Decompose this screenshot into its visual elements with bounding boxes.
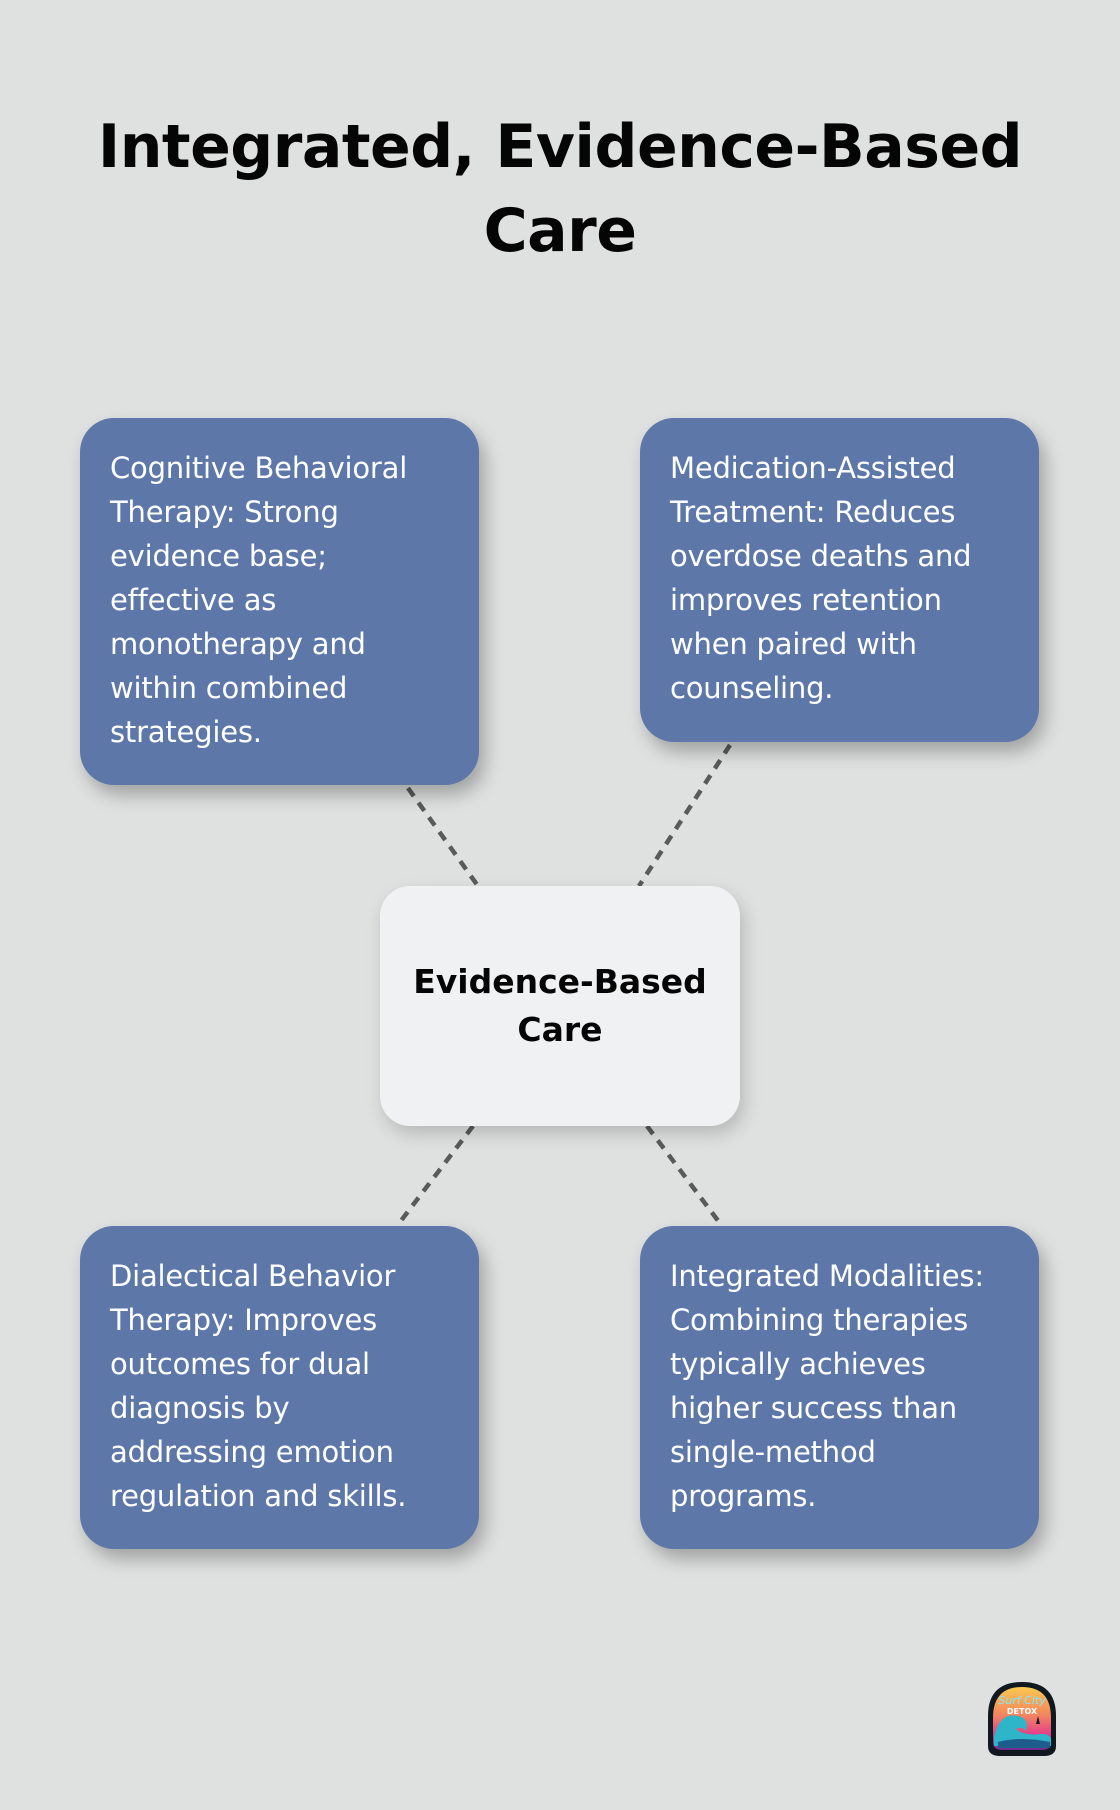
card-text: Dialectical Behavior Therapy: Improves o… xyxy=(110,1259,407,1513)
logo-text-bottom: DETOX xyxy=(1007,1707,1038,1716)
logo-text-top: Surf City xyxy=(998,1694,1046,1707)
card-medication-assisted-treatment: Medication-Assisted Treatment: Reduces o… xyxy=(640,418,1039,742)
card-dialectical-behavior-therapy: Dialectical Behavior Therapy: Improves o… xyxy=(80,1226,479,1549)
card-integrated-modalities: Integrated Modalities: Combining therapi… xyxy=(640,1226,1039,1549)
page-title: Integrated, Evidence-Based Care xyxy=(97,112,1023,266)
center-label: Evidence-Based Care xyxy=(413,962,707,1049)
connector-bottom-left xyxy=(395,1124,475,1228)
card-text: Integrated Modalities: Combining therapi… xyxy=(670,1259,984,1513)
card-text: Cognitive Behavioral Therapy: Strong evi… xyxy=(110,451,408,749)
surf-city-detox-logo-icon: Surf City DETOX xyxy=(980,1676,1064,1760)
connector-top-left xyxy=(406,786,480,888)
connector-top-right xyxy=(637,743,732,888)
connector-bottom-right xyxy=(645,1124,724,1228)
card-cognitive-behavioral-therapy: Cognitive Behavioral Therapy: Strong evi… xyxy=(80,418,479,785)
card-text: Medication-Assisted Treatment: Reduces o… xyxy=(670,451,972,705)
center-node: Evidence-Based Care xyxy=(380,886,740,1126)
